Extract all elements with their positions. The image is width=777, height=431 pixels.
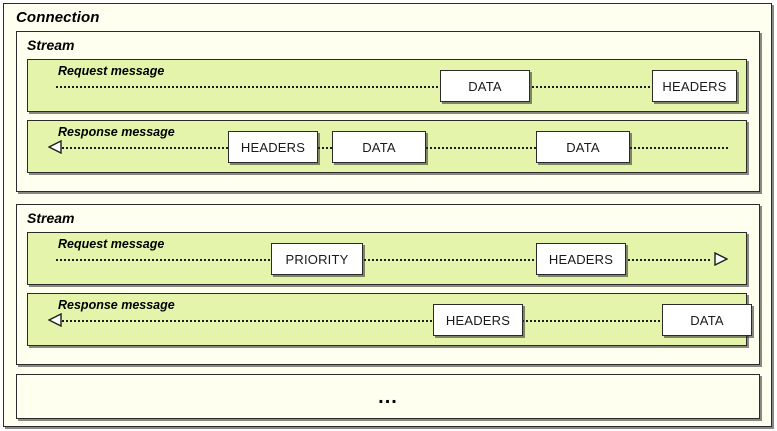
request-message-label-2: Request message <box>58 237 165 251</box>
stream-title-1: Stream <box>27 37 75 53</box>
frame-box: PRIORITY <box>271 243 363 275</box>
request-message-row-2: Request message PRIORITY HEADERS <box>27 232 747 285</box>
frame-box: DATA <box>662 304 752 336</box>
response-message-label-2: Response message <box>58 298 175 312</box>
request-flow-line-1 <box>56 86 710 88</box>
frame-box: DATA <box>332 131 426 163</box>
frame-box: HEADERS <box>433 304 523 336</box>
stream-container-1: Stream Request message DATA HEADERS Resp… <box>16 31 760 192</box>
response-flow-line-2 <box>62 320 728 322</box>
frame-box: HEADERS <box>536 243 626 275</box>
response-message-label-1: Response message <box>58 125 175 139</box>
request-flow-line-2 <box>56 259 710 261</box>
stream-container-2: Stream Request message PRIORITY HEADERS … <box>16 204 760 365</box>
request-message-label-1: Request message <box>58 64 165 78</box>
response-message-row-2: Response message HEADERS DATA <box>27 293 752 346</box>
connection-title: Connection <box>16 9 100 26</box>
frame-box: DATA <box>440 70 530 102</box>
stream-title-2: Stream <box>27 210 75 226</box>
request-message-row-1: Request message DATA HEADERS <box>27 59 747 112</box>
ellipsis-label: ... <box>378 385 398 408</box>
response-message-row-1: Response message HEADERS DATA DATA <box>27 120 747 173</box>
frame-box: HEADERS <box>652 70 737 102</box>
frame-box: DATA <box>536 131 630 163</box>
connection-container: Connection Stream Request message DATA H… <box>3 3 772 427</box>
frame-box: HEADERS <box>228 131 318 163</box>
more-streams-container: ... <box>16 374 760 419</box>
